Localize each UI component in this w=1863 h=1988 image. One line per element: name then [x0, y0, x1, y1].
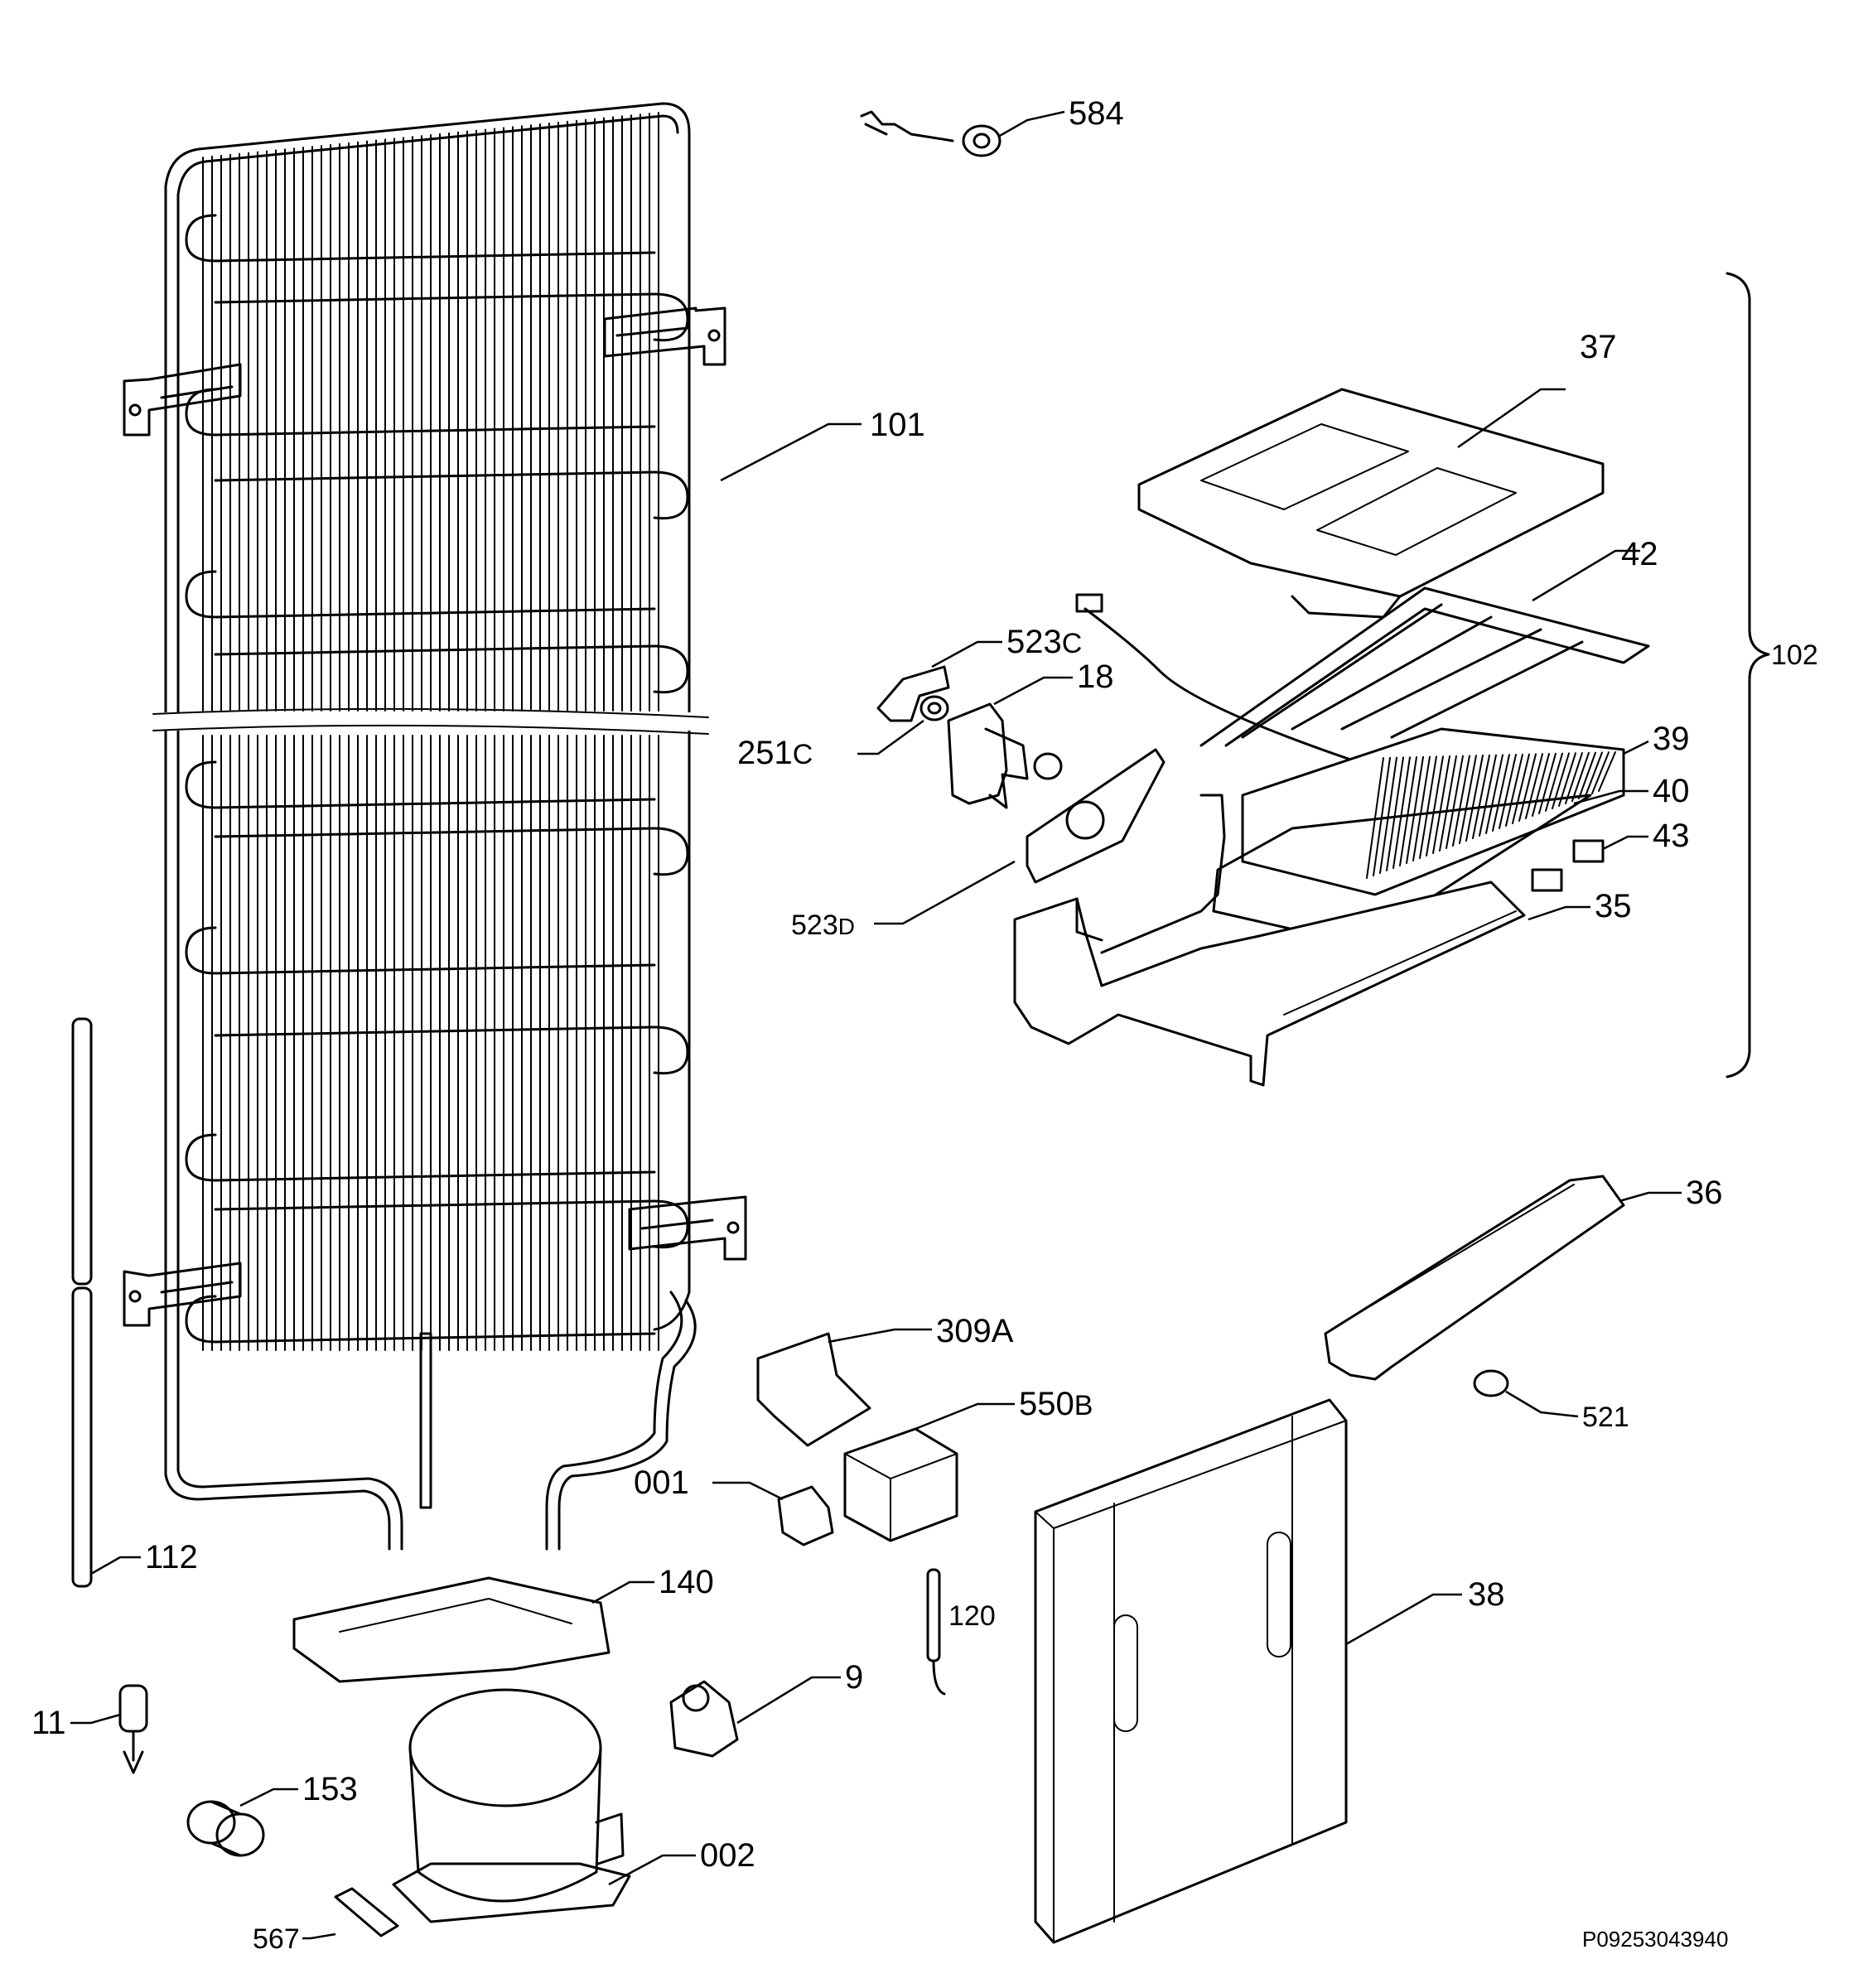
callout-35: 35 [1595, 888, 1632, 924]
part-567-plate [302, 1887, 399, 1940]
callout-102: 102 [1771, 639, 1818, 671]
callout-11: 11 [31, 1705, 66, 1741]
callout-001: 001 [634, 1464, 689, 1501]
part-001-starter [712, 1481, 834, 1546]
condenser-part [123, 102, 862, 1551]
callout-36: 36 [1686, 1175, 1723, 1211]
condenser-bracket-top-right [603, 306, 726, 366]
evaporator-assembly [1013, 272, 1770, 1087]
part-37-cover [1137, 388, 1605, 619]
callout-584: 584 [1069, 95, 1124, 132]
callout-251c-number: 251 [737, 735, 793, 771]
part-002-compressor [392, 1688, 696, 1923]
part-523c-bracket [876, 640, 1002, 722]
part-38-back-panel [1034, 1398, 1462, 1944]
part-523d-fan-plate [874, 748, 1166, 925]
callout-112: 112 [145, 1539, 198, 1575]
callout-37: 37 [1580, 329, 1617, 365]
callout-43: 43 [1653, 818, 1690, 854]
condenser-bracket-top-left [123, 363, 242, 437]
part-40-foil [1212, 789, 1648, 946]
callout-251c: 251C [737, 735, 813, 771]
part-11-valve [70, 1684, 148, 1774]
part-309a-bracket [756, 1328, 932, 1447]
part-251c-grommet [857, 695, 949, 755]
drain-tube-part [71, 1017, 141, 1588]
part-120-sensor [926, 1568, 946, 1696]
callout-523c: 523C [1006, 624, 1082, 660]
part-550b-relay-box [843, 1402, 1015, 1542]
part-36-shelf [1324, 1175, 1682, 1381]
part-35-tray [1013, 794, 1590, 1087]
drawing-code: P09253043940 [1582, 1927, 1728, 1952]
callout-550b: 550B [1019, 1386, 1093, 1422]
condenser-bracket-bottom-right [628, 1195, 747, 1261]
callout-42: 42 [1621, 536, 1658, 572]
callout-153: 153 [302, 1771, 358, 1807]
part-153-grommet [186, 1788, 298, 1857]
callout-523d-suffix: D [838, 914, 855, 939]
callout-523d-number: 523 [791, 910, 838, 941]
callout-40: 40 [1653, 773, 1690, 809]
part-140-drip-tray [292, 1576, 654, 1683]
part-521-ring [1473, 1369, 1579, 1418]
part-584-sensor [860, 110, 1065, 157]
callout-39: 39 [1653, 721, 1690, 757]
callout-140: 140 [659, 1564, 714, 1600]
callout-38: 38 [1468, 1576, 1505, 1613]
part-9-relay [669, 1676, 841, 1758]
part-43-clips [1531, 835, 1648, 892]
callout-523d: 523D [791, 910, 855, 941]
condenser-bracket-bottom-left [123, 1262, 242, 1327]
callout-523c-suffix: C [1062, 628, 1083, 659]
callout-002: 002 [700, 1837, 755, 1874]
callout-550b-number: 550 [1019, 1386, 1074, 1422]
part-18-fan-motor [947, 676, 1073, 809]
callout-309a: 309A [936, 1313, 1014, 1349]
callout-101: 101 [870, 407, 925, 443]
callout-120: 120 [948, 1600, 996, 1632]
callout-523c-number: 523 [1006, 624, 1062, 660]
part-42-heater [1199, 549, 1650, 747]
callout-567: 567 [253, 1923, 300, 1955]
callout-521: 521 [1582, 1402, 1629, 1433]
callout-251c-suffix: C [793, 739, 813, 770]
callout-550b-suffix: B [1074, 1390, 1093, 1421]
callout-18: 18 [1077, 659, 1114, 695]
callout-9: 9 [845, 1659, 863, 1696]
